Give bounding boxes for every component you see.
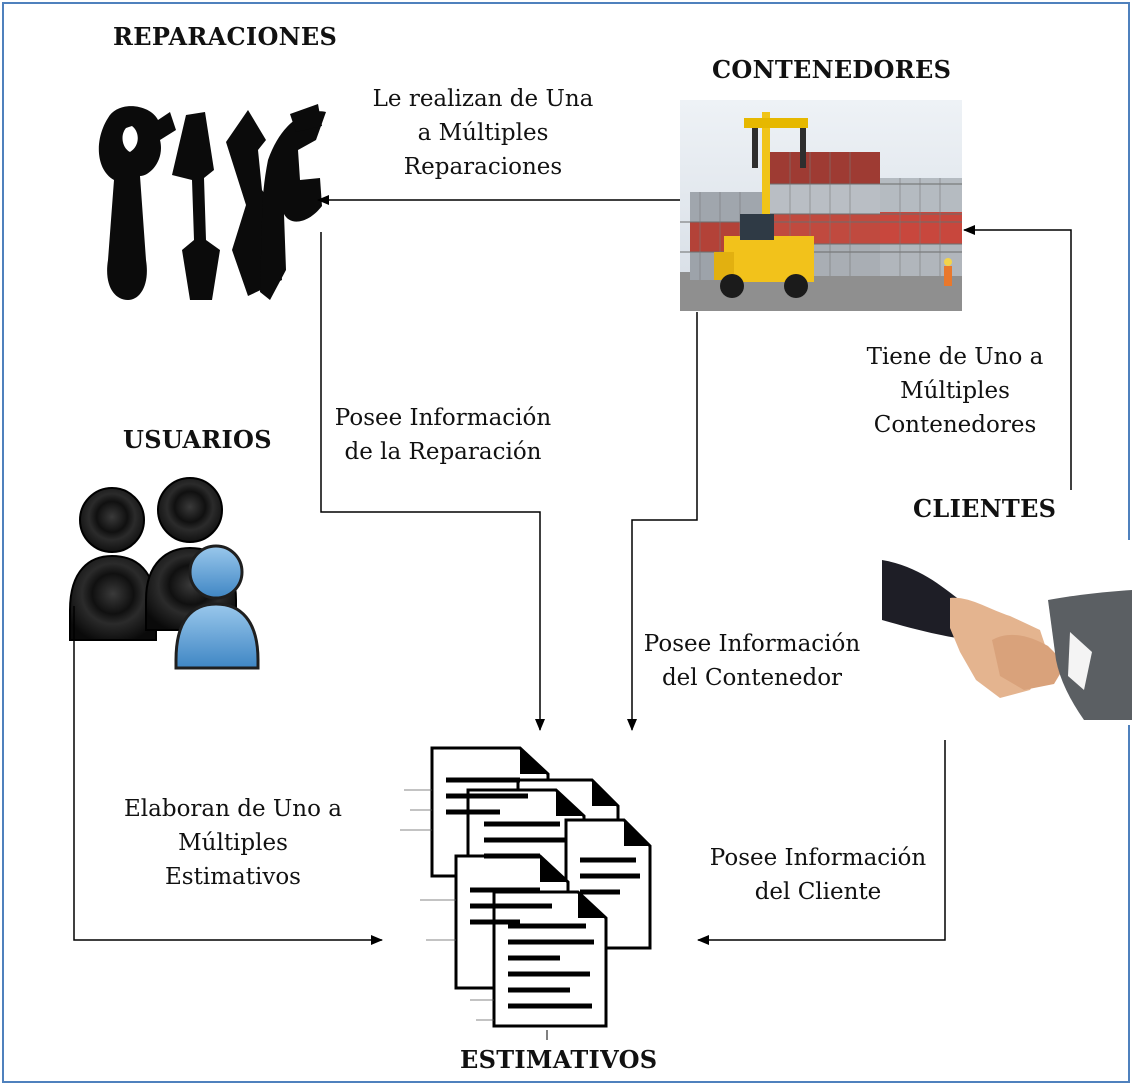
- document-speed-lines: [400, 789, 494, 1021]
- container-yard-photo: [680, 100, 962, 311]
- arrow-contenedores-to-estimativos: [627, 312, 698, 731]
- arrow-clientes-to-estimativos: [697, 740, 946, 945]
- arrow-usuarios-to-estimativos: [73, 606, 383, 945]
- document-lines: [446, 777, 640, 1009]
- users-group-icon: [69, 477, 260, 670]
- relation-label-contenedores-reparaciones: Le realizan de Una a Múltiples Reparacio…: [372, 86, 594, 180]
- entity-title-usuarios: USUARIOS: [123, 425, 272, 454]
- wrench-screwdriver-icon: [98, 104, 326, 300]
- entity-title-clientes: CLIENTES: [913, 494, 1057, 523]
- document-corner-folds: [520, 748, 650, 918]
- relation-label-clientes-estimativos: Posee Información del Cliente: [709, 845, 927, 905]
- entity-title-estimativos: ESTIMATIVOS: [460, 1045, 658, 1074]
- entity-title-reparaciones: REPARACIONES: [113, 22, 338, 51]
- relation-label-clientes-contenedores: Tiene de Uno a Múltiples Contenedores: [866, 344, 1044, 438]
- handshake-photo: [882, 540, 1132, 725]
- entity-title-contenedores: CONTENEDORES: [712, 55, 952, 84]
- relation-label-reparaciones-estimativos: Posee Información de la Reparación: [334, 405, 552, 465]
- arrow-clientes-to-contenedores: [963, 225, 1072, 490]
- arrow-reparaciones-to-estimativos: [320, 232, 545, 731]
- relation-label-usuarios-estimativos: Elaboran de Uno a Múltiples Estimativos: [124, 796, 342, 890]
- relation-label-contenedores-estimativos: Posee Información del Contenedor: [643, 631, 861, 691]
- documents-stack-icon: [430, 746, 652, 1028]
